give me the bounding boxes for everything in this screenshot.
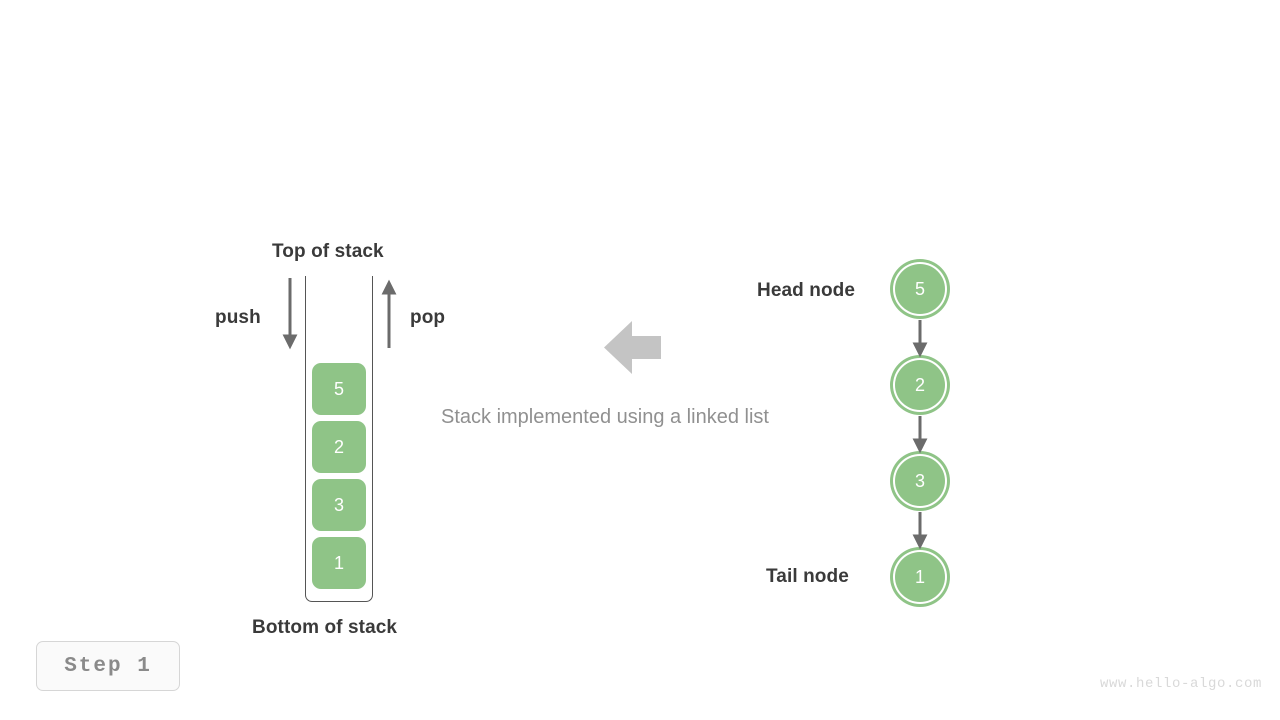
- stack-cell-list: 5 2 3 1: [312, 363, 366, 589]
- stack-push-label: push: [215, 307, 261, 328]
- step-badge: Step 1: [36, 641, 180, 691]
- stack-cell: 3: [312, 479, 366, 531]
- linked-list-node: 3: [890, 451, 950, 511]
- linked-list-head-label: Head node: [757, 280, 856, 301]
- linked-list-node: 5: [890, 259, 950, 319]
- stack-cell: 2: [312, 421, 366, 473]
- stack-pop-label: pop: [410, 307, 446, 328]
- node-value: 3: [895, 456, 945, 506]
- diagram-caption: Stack implemented using a linked list: [441, 406, 769, 428]
- stack-cell: 1: [312, 537, 366, 589]
- linked-list-tail-label: Tail node: [766, 566, 849, 587]
- conversion-block-arrow: [604, 321, 661, 374]
- stack-top-label: Top of stack: [272, 241, 384, 262]
- watermark: www.hello-algo.com: [1099, 676, 1262, 692]
- stack-container-wrap: 5 2 3 1: [305, 276, 373, 602]
- stack-container: [305, 276, 373, 602]
- linked-list-node: 2: [890, 355, 950, 415]
- node-value: 5: [895, 264, 945, 314]
- node-value: 1: [895, 552, 945, 602]
- linked-list-node: 1: [890, 547, 950, 607]
- stack-bottom-label: Bottom of stack: [252, 617, 398, 638]
- node-value: 2: [895, 360, 945, 410]
- stack-cell: 5: [312, 363, 366, 415]
